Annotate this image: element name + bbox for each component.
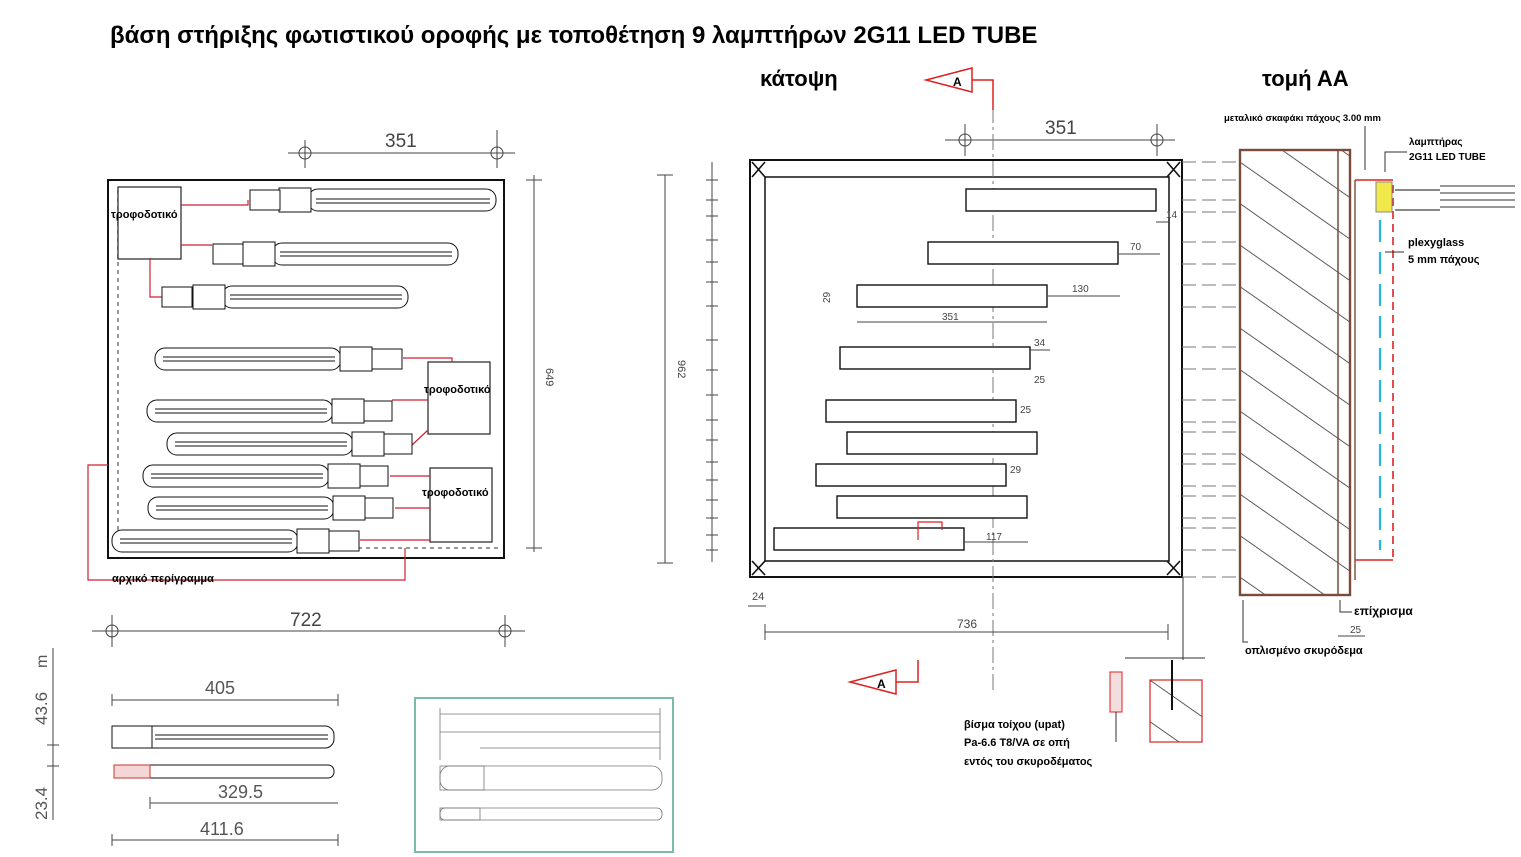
plan-inner-frame <box>764 176 1170 562</box>
lamp-label-type: 2G11 LED TUBE <box>1409 152 1486 163</box>
fixture-layout: 351 649 722 τροφοδοτικό τροφοδοτικό τροφ… <box>87 130 555 647</box>
lamp <box>111 528 360 554</box>
anchor-spec-label: Pa-6.6 T8/VA σε οπή <box>964 737 1070 749</box>
section-marker-top: A <box>923 67 994 110</box>
lamp-label: λαμπτήρας <box>1409 137 1462 148</box>
driver-box <box>429 467 493 543</box>
dim-label-43-6: 43.6 <box>32 692 51 725</box>
dim-label-34: 34 <box>1034 338 1046 349</box>
dim-label-29: 29 <box>1010 465 1022 476</box>
slot <box>965 188 1157 212</box>
plaster-label: επίχρισμα <box>1354 604 1413 618</box>
plan-view-heading: κάτοψη <box>760 66 838 91</box>
driver-box <box>117 186 182 260</box>
lamp <box>146 398 393 424</box>
lamp-section <box>1375 181 1393 213</box>
slot <box>846 431 1038 455</box>
concrete-section <box>1238 148 1352 597</box>
outline-label: αρχικό περίγραμμα <box>112 573 214 585</box>
dim-label-351: 351 <box>385 131 417 152</box>
wiring <box>87 200 453 581</box>
drawing-title: βάση στήριξης φωτιστικού οροφής με τοποθ… <box>110 22 1038 49</box>
lamp <box>154 346 403 372</box>
slot <box>836 495 1028 519</box>
dim-label-722: 722 <box>290 610 322 631</box>
lamp <box>161 284 409 310</box>
slot <box>815 463 1007 487</box>
lamp <box>147 495 394 521</box>
thumbnail-frame <box>414 697 674 853</box>
anchor-plug <box>1109 671 1123 713</box>
lamp <box>166 431 413 457</box>
driver-label: τροφοδοτικό <box>111 209 178 221</box>
anchor-wall-block <box>1149 679 1203 743</box>
slot <box>927 241 1119 265</box>
corner-brackets <box>751 161 1181 576</box>
fixture-frame <box>107 179 505 559</box>
lamp <box>212 241 459 267</box>
slot <box>856 284 1048 308</box>
dim-label-24: 24 <box>752 591 764 603</box>
dim-label-23-4: 23.4 <box>32 787 51 820</box>
dim-label-130: 130 <box>1072 284 1089 295</box>
steel-tray-label: μεταλικό σκαφάκι πάχους 3.00 mm <box>1224 113 1381 124</box>
dim-label-25: 25 <box>1020 405 1032 416</box>
dim-label-411-6: 411.6 <box>200 819 244 839</box>
dim-label-405: 405 <box>205 678 235 698</box>
dim-label-351-inner: 351 <box>942 312 959 323</box>
driver-label: τροφοδοτικό <box>422 487 489 499</box>
section-marker-bottom: A <box>847 660 919 695</box>
anchor-label: βίσμα τοίχου (upat) <box>964 719 1065 731</box>
plexiglass-label: plexyglass <box>1408 237 1464 249</box>
dim-label-70: 70 <box>1130 242 1142 253</box>
lamp-base <box>111 725 153 749</box>
slot <box>839 346 1031 370</box>
plan-view: 351 A A 962 <box>657 67 1240 695</box>
dim-label-329-5: 329.5 <box>218 782 263 802</box>
slot <box>773 527 965 551</box>
dim-label-736: 736 <box>957 617 977 631</box>
dim-label-117: 117 <box>986 532 1002 543</box>
lamp <box>142 463 389 489</box>
dim-center-mark <box>298 146 312 160</box>
dim-label-14: 14 <box>1166 210 1178 221</box>
projection-lines <box>1182 161 1240 578</box>
slot <box>825 399 1017 423</box>
leader-line <box>1242 600 1248 643</box>
wiring-mark <box>917 521 943 540</box>
section-marker-label: A <box>877 677 886 691</box>
lamp-slots <box>773 188 1157 551</box>
plexiglass-thickness-label: 5 mm πάχους <box>1408 254 1480 266</box>
dim-label-649: 649 <box>543 368 555 386</box>
lamp <box>249 187 497 213</box>
anchor-location-label: εντός του σκυροδέματος <box>964 756 1093 768</box>
section-view: μεταλικό σκαφάκι πάχους 3.00 mm λαμπτήρα… <box>964 113 1515 768</box>
section-view-heading: τομή ΑΑ <box>1262 66 1349 91</box>
dim-center-mark <box>490 146 504 160</box>
driver-label: τροφοδοτικό <box>424 384 491 396</box>
leader-stubs <box>1440 185 1515 208</box>
unit-label: m <box>34 655 51 668</box>
driver-box <box>427 361 491 435</box>
leader-line <box>1384 151 1407 172</box>
dim-label-962: 962 <box>675 360 687 378</box>
reference-thumbnail <box>414 697 674 853</box>
lamps <box>111 187 497 554</box>
dim-label-25: 25 <box>1034 375 1046 386</box>
dim-label-29-vertical: 29 <box>822 291 833 303</box>
chain-ticks <box>706 179 718 551</box>
slot-dimensions: 14 70 130 351 34 25 25 29 117 29 <box>822 210 1178 543</box>
leader-line <box>1339 600 1352 613</box>
wall-anchor-detail <box>1109 577 1205 743</box>
lamp-base <box>113 764 151 779</box>
lamp-dimension-detail: 405 329.5 411.6 43.6 m 23.4 <box>32 648 339 846</box>
dim-label-25-section: 25 <box>1350 625 1362 636</box>
section-marker-label: A <box>953 75 962 89</box>
dim-label-351-plan: 351 <box>1045 118 1077 139</box>
concrete-label: οπλισμένο σκυρόδεμα <box>1245 645 1363 657</box>
